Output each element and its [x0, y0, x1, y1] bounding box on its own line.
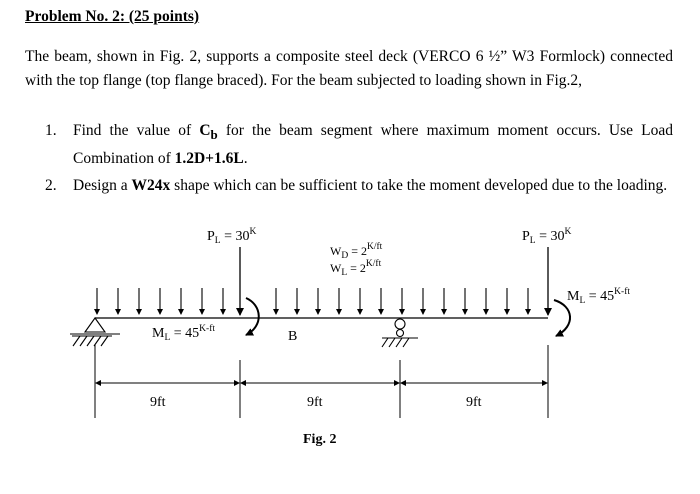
span-1-label: 9ft: [150, 395, 166, 410]
point-load-right-label: PL = 30K: [522, 227, 572, 246]
live-load-label: WL = 2K/ft: [330, 258, 382, 278]
problem-heading: Problem No. 2: (25 points): [25, 8, 200, 25]
dimension-lines: [94, 345, 549, 418]
pin-support-left: [70, 317, 120, 347]
distributed-load-arrows: [94, 288, 531, 315]
moment-right-arrow: [553, 299, 571, 337]
task-item-1: 1.Find the value of Cb for the beam segm…: [45, 119, 673, 171]
point-b-label: B: [288, 329, 297, 344]
figure-caption: Fig. 2: [303, 432, 336, 447]
moment-left-arrow: [245, 297, 260, 336]
moment-right-label: ML = 45K-ft: [567, 286, 630, 306]
point-load-left-label: PL = 30K: [207, 227, 257, 246]
span-2-label: 9ft: [307, 395, 323, 410]
dead-load-label: WD = 2K/ft: [330, 241, 383, 261]
span-3-label: 9ft: [466, 395, 482, 410]
task-item-2: 2.Design a W24x shape which can be suffi…: [45, 174, 673, 198]
problem-intro: The beam, shown in Fig. 2, supports a co…: [25, 48, 673, 89]
task-number: 1.: [45, 122, 57, 139]
roller-support: [381, 318, 418, 348]
task-list: 1.Find the value of Cb for the beam segm…: [45, 119, 673, 198]
task-number: 2.: [45, 177, 57, 195]
moment-left-label: ML = 45K-ft: [152, 323, 215, 343]
